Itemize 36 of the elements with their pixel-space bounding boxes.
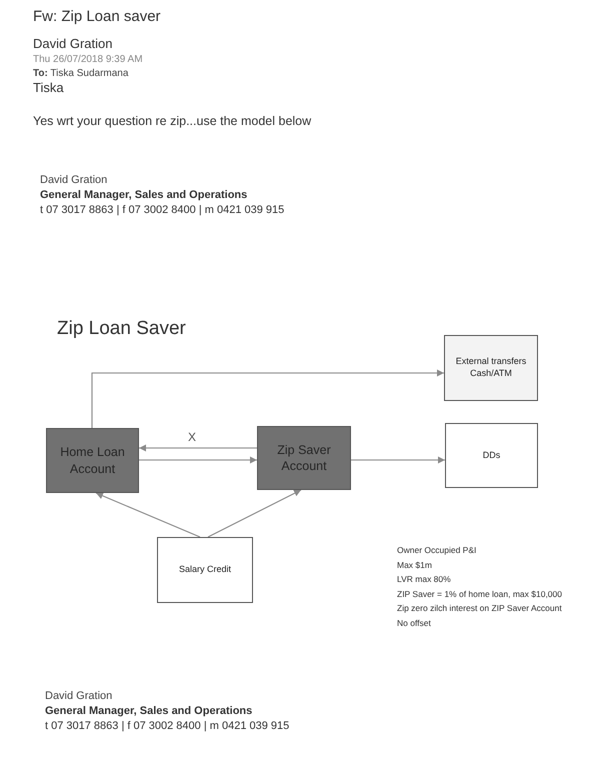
node-text: Zip Saver Account	[276, 442, 332, 474]
arrow	[91, 370, 444, 428]
sender-name: David Gration	[33, 36, 112, 52]
contact-numbers: t 07 3017 8863 | f 07 3002 8400 | m 0421 039 915	[40, 204, 284, 218]
destination-box	[445, 423, 538, 488]
email-subject: Fw: Zip Loan saver	[33, 8, 161, 26]
note-text: Owner Occupied P&I	[397, 545, 476, 556]
greeting: Tiska	[33, 80, 64, 96]
job-title: General Manager, Sales and Operations	[40, 189, 248, 202]
arrow	[351, 456, 445, 464]
contact-numbers: t 07 3017 8863 | f 07 3002 8400 | m 0421 039 915	[45, 720, 290, 734]
note-text: Zip zero zilch interest on ZIP Saver Account	[397, 603, 562, 614]
node-text: External transfers Cash/ATM	[454, 356, 528, 380]
edge-label: X	[186, 430, 198, 444]
diagram-title: Zip Loan Saver	[57, 318, 186, 341]
source-box	[157, 537, 253, 603]
arrow	[96, 492, 200, 538]
account-box	[46, 428, 139, 493]
note-text: ZIP Saver = 1% of home loan, max $10,000	[397, 588, 562, 599]
account-box	[257, 426, 351, 490]
signature-name: David Gration	[40, 174, 108, 188]
note-text: No offset	[397, 618, 431, 628]
job-title: General Manager, Sales and Operations	[45, 705, 252, 718]
timestamp: Thu 26/07/2018 9:39 AM	[33, 54, 143, 66]
arrow	[139, 456, 257, 464]
node-text: Home Loan Account	[59, 444, 126, 477]
destination-box	[444, 335, 538, 401]
node-text: DDs	[482, 450, 500, 462]
recipient-line: To: Tiska Sudarmana	[33, 68, 128, 80]
note-text: Max $1m	[397, 560, 432, 570]
node-text: Salary Credit	[178, 564, 232, 576]
arrow	[139, 444, 257, 452]
signature-name: David Gration	[45, 690, 112, 704]
note-text: LVR max 80%	[397, 574, 451, 584]
arrow	[208, 490, 302, 538]
message-text: Yes wrt your question re zip...use the model below	[33, 114, 312, 129]
